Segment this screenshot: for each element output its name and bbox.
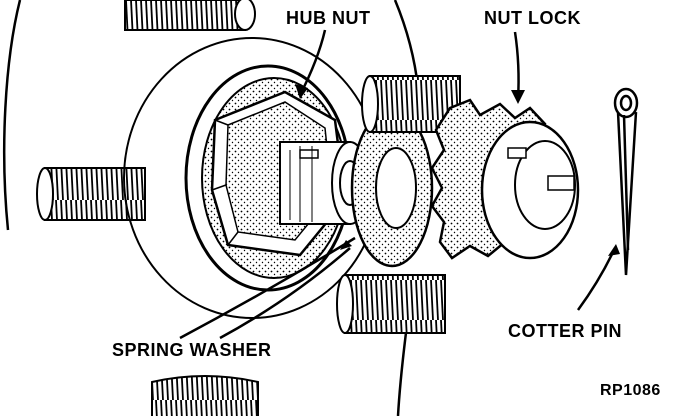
cotter-pin-label: COTTER PIN — [508, 321, 623, 341]
bottom-wheel-stud — [151, 375, 259, 416]
spring-washer-part — [350, 108, 434, 268]
top-wheel-stud — [124, 0, 256, 31]
lower-right-wheel-stud — [336, 274, 446, 334]
spring-washer-label: SPRING WASHER — [112, 340, 272, 360]
nut-lock-part — [430, 98, 580, 260]
nut-lock-label: NUT LOCK — [484, 8, 581, 28]
cotter-pin-part — [613, 87, 639, 276]
spindle — [279, 141, 369, 225]
figure-code: RP1086 — [600, 382, 661, 399]
arrowheads — [295, 84, 620, 256]
hub-nut-label: HUB NUT — [286, 8, 371, 28]
